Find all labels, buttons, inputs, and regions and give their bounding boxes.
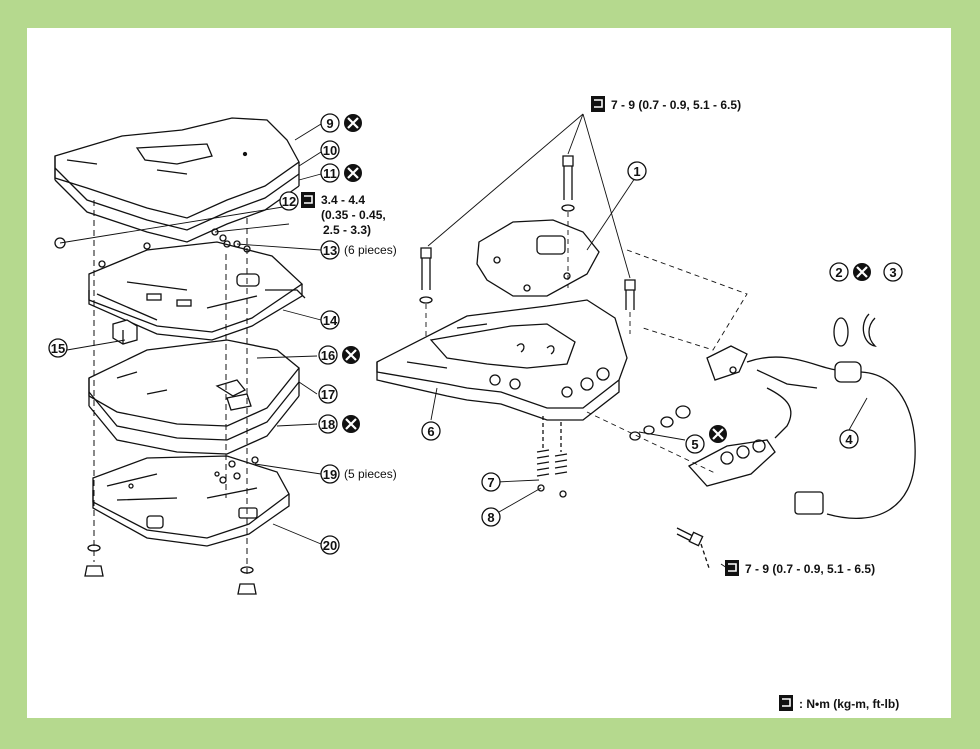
- diagram-sheet: 1 2 3 4 5 6 7 8 9 10 11 12 13 14 15 16 1…: [27, 28, 951, 718]
- check-balls: [54, 228, 259, 484]
- bolts-top: [419, 155, 636, 310]
- callout-16: 16: [318, 345, 338, 365]
- svg-text:6: 6: [427, 424, 434, 439]
- callout-9: 9: [320, 113, 340, 133]
- right-leader-lines: [430, 177, 868, 569]
- callout-2: 2: [829, 262, 849, 282]
- upper-valve-body: [88, 241, 306, 341]
- callout-11: 11: [320, 163, 340, 183]
- do-not-reuse-icon: [344, 114, 362, 132]
- callout-5: 5: [685, 434, 705, 454]
- retaining-clips: [833, 313, 877, 347]
- left-leader-lines: [59, 123, 322, 545]
- torque-spec-12-line2: (0.35 - 0.45,: [321, 208, 386, 222]
- quantity-13: (6 pieces): [344, 243, 397, 257]
- svg-text:5: 5: [691, 437, 698, 452]
- callout-14: 14: [320, 310, 340, 330]
- svg-text:7: 7: [487, 475, 494, 490]
- bottom-nuts: [84, 544, 257, 595]
- do-not-reuse-icon: [709, 425, 727, 443]
- callout-20: 20: [320, 535, 340, 555]
- valve-body-exploded-diagram: 1 2 3 4 5 6 7 8 9 10 11 12 13 14 15 16 1…: [48, 96, 916, 711]
- callout-10: 10: [320, 140, 340, 160]
- callout-7: 7: [481, 472, 501, 492]
- callout-17: 17: [318, 384, 338, 404]
- svg-text:14: 14: [323, 313, 338, 328]
- do-not-reuse-icon: [853, 263, 871, 281]
- separator-plate-stack: [88, 339, 300, 455]
- svg-text:20: 20: [323, 538, 337, 553]
- svg-text:13: 13: [323, 243, 337, 258]
- callout-15: 15: [48, 338, 68, 358]
- torque-legend: : N•m (kg-m, ft-lb): [799, 697, 899, 711]
- do-not-reuse-icon: [342, 415, 360, 433]
- o-rings: [586, 405, 718, 475]
- valve-cover: [476, 219, 600, 297]
- part-15-block: [112, 319, 138, 345]
- torque-leader-lines: [427, 113, 631, 279]
- callout-13: 13: [320, 240, 340, 260]
- springs: [536, 416, 568, 498]
- quantity-19: (5 pieces): [344, 467, 397, 481]
- callout-1: 1: [627, 161, 647, 181]
- do-not-reuse-icon: [344, 164, 362, 182]
- torque-wrench-icon: [591, 96, 605, 112]
- torque-spec-12-line3: 2.5 - 3.3): [323, 223, 371, 237]
- svg-text:2: 2: [835, 265, 842, 280]
- bolt-guides: [425, 212, 631, 338]
- svg-text:19: 19: [323, 467, 337, 482]
- callout-4: 4: [839, 429, 859, 449]
- svg-text:4: 4: [845, 432, 853, 447]
- torque-wrench-icon: [725, 560, 739, 576]
- svg-text:12: 12: [282, 194, 296, 209]
- svg-text:16: 16: [321, 348, 335, 363]
- callout-3: 3: [883, 262, 903, 282]
- svg-text:17: 17: [321, 387, 335, 402]
- lower-valve-body: [92, 455, 290, 547]
- callout-12: 12: [279, 191, 299, 211]
- harness-outline: [626, 249, 748, 351]
- svg-text:3: 3: [889, 265, 896, 280]
- svg-text:15: 15: [51, 341, 65, 356]
- callout-6: 6: [421, 421, 441, 441]
- svg-text:9: 9: [326, 116, 333, 131]
- svg-text:11: 11: [323, 166, 337, 181]
- svg-text:8: 8: [487, 510, 494, 525]
- torque-spec-12-line1: 3.4 - 4.4: [321, 193, 365, 207]
- svg-text:18: 18: [321, 417, 335, 432]
- alignment-lines: [93, 200, 248, 578]
- callout-18: 18: [318, 414, 338, 434]
- svg-text:1: 1: [633, 164, 640, 179]
- bolt-bottom: [676, 527, 710, 569]
- torque-spec-top: 7 - 9 (0.7 - 0.9, 5.1 - 6.5): [611, 98, 741, 112]
- callout-19: 19: [320, 464, 340, 484]
- torque-spec-bottom: 7 - 9 (0.7 - 0.9, 5.1 - 6.5): [745, 562, 875, 576]
- torque-wrench-icon: [301, 192, 315, 208]
- solenoid-harness: [687, 345, 916, 519]
- plate-stack-top: [54, 117, 300, 243]
- callout-8: 8: [481, 507, 501, 527]
- torque-wrench-icon: [779, 695, 793, 711]
- svg-text:10: 10: [323, 143, 337, 158]
- do-not-reuse-icon: [342, 346, 360, 364]
- control-valve-body: [376, 299, 628, 421]
